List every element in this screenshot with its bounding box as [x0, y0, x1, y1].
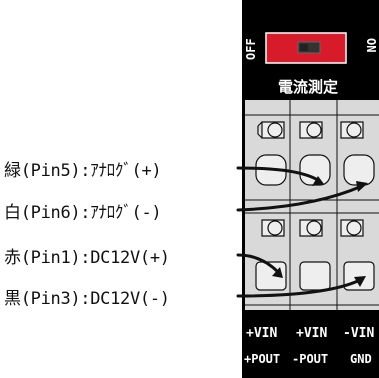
terminal-label-pout-minus: -POUT	[292, 352, 329, 366]
clamps-bottom	[255, 261, 375, 291]
arrow-black	[354, 276, 366, 287]
wire-red	[236, 253, 280, 274]
screw-heads-top	[257, 121, 364, 139]
arrow-green	[312, 176, 324, 186]
wire-green	[236, 166, 320, 182]
switch-knob	[297, 41, 321, 54]
terminal-label-vin-minus: -VIN	[343, 326, 375, 341]
arrow-white	[356, 181, 368, 192]
wire-label-black: 黒(Pin3):DC12V(-)	[4, 289, 170, 309]
wires	[236, 166, 364, 298]
wire-black	[236, 278, 362, 298]
switch-on-label: ON	[364, 38, 378, 53]
wire-label-green: 緑(Pin5):ｱﾅﾛｸﾞ(+)	[4, 161, 162, 181]
terminal-label-vin-plus-1: +VIN	[246, 326, 278, 341]
wire-label-white: 白(Pin6):ｱﾅﾛｸﾞ(-)	[4, 203, 162, 223]
terminal-label-pout-plus: +POUT	[244, 352, 281, 366]
terminal-label-gnd: GND	[350, 352, 372, 366]
terminal-label-vin-plus-2: +VIN	[296, 326, 328, 341]
switch-off-label: OFF	[244, 38, 258, 60]
wire-arrowheads	[272, 176, 368, 287]
wire-white	[236, 184, 364, 212]
arrow-red	[272, 267, 283, 278]
screw-heads-bottom	[261, 219, 364, 237]
switch-knob-left	[300, 44, 308, 51]
wire-label-red: 赤(Pin1):DC12V(+)	[4, 248, 170, 268]
switch-title: 電流測定	[278, 78, 339, 96]
